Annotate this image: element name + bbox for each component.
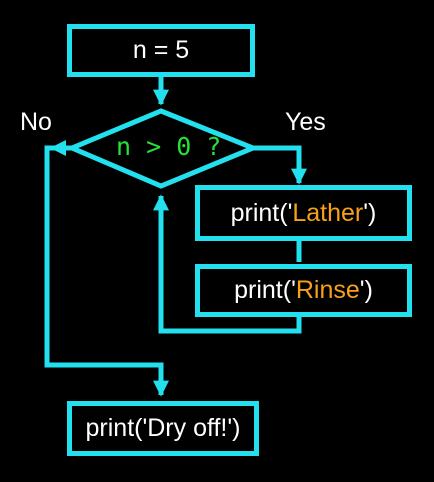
arrow-loop-back xyxy=(152,194,302,334)
lather-suffix: ) xyxy=(368,198,377,227)
lather-node: print('Lather') xyxy=(195,185,412,241)
dry-node: print('Dry off!') xyxy=(67,401,259,456)
dry-text: print('Dry off!') xyxy=(85,414,241,442)
rinse-arg: Rinse xyxy=(295,276,360,304)
rinse-quote-open: ' xyxy=(291,276,296,304)
decision-text: n > 0 ? xyxy=(116,132,222,161)
rinse-quote-close: ' xyxy=(359,276,365,304)
rinse-node: print('Rinse') xyxy=(195,264,412,317)
lather-prefix: print( xyxy=(230,198,288,227)
lather-arg: Lather xyxy=(292,198,364,227)
yes-label: Yes xyxy=(285,108,326,136)
init-text: n = 5 xyxy=(132,36,190,64)
rinse-suffix: ) xyxy=(364,276,373,304)
no-arrowhead-tip xyxy=(50,140,66,156)
arrow-no-branch xyxy=(44,145,170,397)
rinse-prefix: print( xyxy=(234,276,292,304)
lather-quote-open: ' xyxy=(287,198,293,227)
decision-diamond xyxy=(65,108,260,189)
init-node: n = 5 xyxy=(67,24,255,77)
lather-quote-close: ' xyxy=(363,198,369,227)
arrow-yes-to-lather xyxy=(253,145,308,185)
no-label: No xyxy=(20,108,52,136)
